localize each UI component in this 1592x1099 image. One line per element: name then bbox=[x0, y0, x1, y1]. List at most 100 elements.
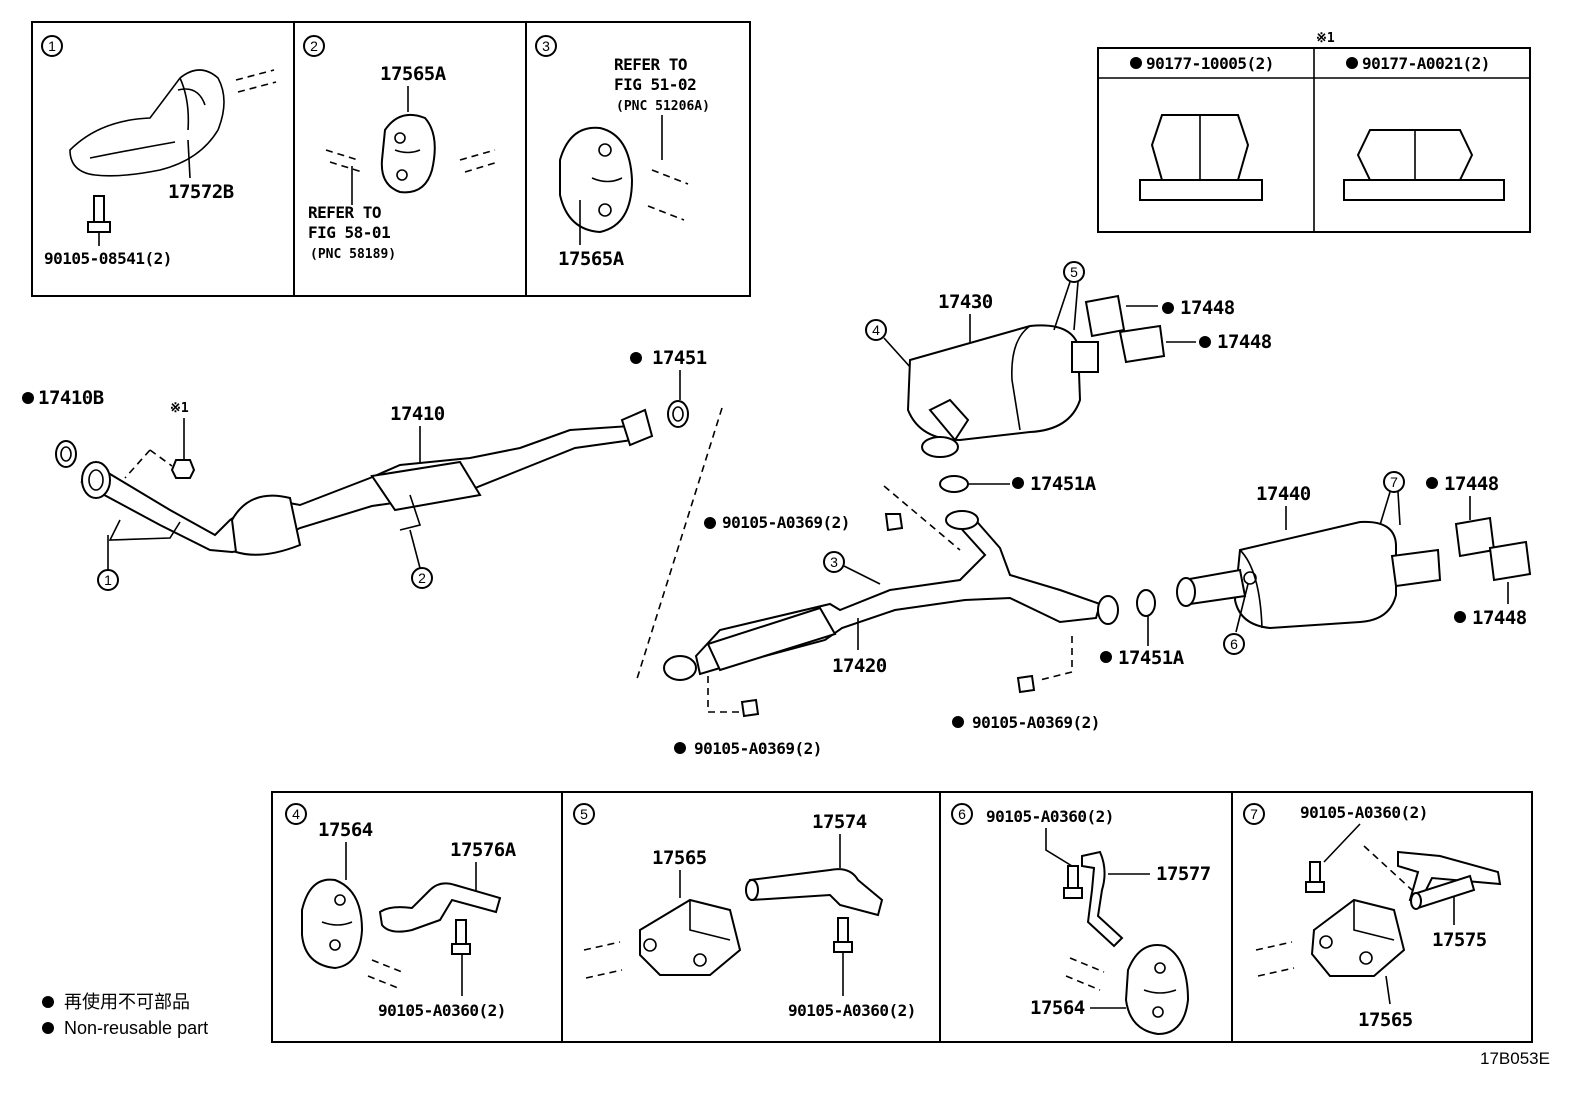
bolt-icon bbox=[837, 917, 849, 943]
part-label: 90105-08541(2) bbox=[44, 249, 172, 268]
refer-text: REFER TO bbox=[614, 55, 687, 74]
pipe-flange-icon bbox=[945, 510, 979, 530]
pipe-flange-icon bbox=[921, 436, 959, 458]
part-label: 17575 bbox=[1432, 929, 1487, 951]
detail-box-1: 1 17572B 90105-08541(2) bbox=[31, 21, 295, 297]
part-label: 17448 bbox=[1444, 473, 1499, 495]
bolt-icon bbox=[740, 698, 760, 718]
callout-number: 7 bbox=[1250, 806, 1258, 822]
pipe-flange-icon bbox=[620, 408, 654, 447]
part-label: 17565A bbox=[380, 63, 447, 85]
detail-box-4: 4 17564 17576A 90105-A0360(2) bbox=[271, 791, 563, 1043]
rear-muffler-icon bbox=[1233, 520, 1397, 630]
part-label: 17565 bbox=[652, 847, 707, 869]
tail-pipe-tip-icon bbox=[1118, 324, 1166, 364]
detail-box-2: 2 17565A REFER TO FIG 58-01 (PNC 58189) bbox=[293, 21, 527, 297]
detail-box-7: 7 90105-A0360(2) 17575 17565 bbox=[1231, 791, 1533, 1043]
part-label: 17577 bbox=[1156, 863, 1211, 885]
note-mark: ※1 bbox=[170, 401, 189, 416]
nut-icon bbox=[170, 459, 196, 479]
hanger-bracket-icon bbox=[748, 868, 884, 917]
nut-variant-table: ※1 90177-10005(2) 90177-A0021(2) bbox=[1097, 31, 1531, 233]
part-label: 17420 bbox=[832, 655, 887, 677]
refer-text: FIG 51-02 bbox=[614, 75, 696, 94]
callout-number: 5 bbox=[580, 806, 588, 822]
callout-number: 5 bbox=[1070, 264, 1078, 280]
part-label: 90105-A0369(2) bbox=[722, 513, 850, 532]
callout-number: 3 bbox=[542, 38, 550, 54]
part-label: 90105-A0360(2) bbox=[1300, 803, 1428, 822]
part-label: 17564 bbox=[318, 819, 373, 841]
part-label: 17451 bbox=[652, 347, 707, 369]
gasket-icon bbox=[55, 440, 77, 468]
part-label: 90105-A0369(2) bbox=[972, 713, 1100, 732]
diagram-code: 17B053E bbox=[1480, 1049, 1550, 1068]
callout-number: 3 bbox=[830, 554, 838, 570]
part-label: 90177-10005(2) bbox=[1146, 54, 1274, 73]
part-label: 17410B bbox=[38, 387, 104, 409]
flange-nut-icon bbox=[1139, 114, 1263, 201]
callout-number: 4 bbox=[872, 322, 880, 338]
detail-box-6: 6 90105-A0360(2) 17577 17564 bbox=[939, 791, 1233, 1043]
hanger-bracket-icon bbox=[378, 882, 502, 933]
front-exhaust-pipe-icon bbox=[80, 424, 634, 554]
part-label: 17448 bbox=[1217, 331, 1272, 353]
tail-pipe-tip-icon bbox=[1454, 516, 1496, 558]
callout-number: 6 bbox=[958, 806, 966, 822]
bolt-icon bbox=[1016, 674, 1036, 694]
refer-text: (PNC 51206A) bbox=[616, 99, 710, 114]
resonator-icon bbox=[706, 606, 837, 672]
detail-box-3: 3 REFER TO FIG 51-02 (PNC 51206A) 17565A bbox=[525, 21, 751, 297]
rubber-hanger-icon bbox=[301, 878, 364, 970]
rubber-hanger-icon bbox=[380, 114, 436, 194]
gaskets-17451A: 17451A 17451A bbox=[939, 473, 1185, 669]
refer-text: FIG 58-01 bbox=[308, 223, 390, 242]
part-label: 17565 bbox=[1358, 1009, 1413, 1031]
part-label: 17564 bbox=[1030, 997, 1085, 1019]
part-label: 17451A bbox=[1030, 473, 1097, 495]
part-label: 90105-A0360(2) bbox=[788, 1001, 916, 1020]
part-label: 90177-A0021(2) bbox=[1362, 54, 1490, 73]
part-label: 90105-A0369(2) bbox=[694, 739, 822, 758]
bolt-icon bbox=[455, 919, 467, 945]
part-label: 17430 bbox=[938, 291, 993, 313]
pipe-flange-icon bbox=[1097, 595, 1119, 625]
rubber-hanger-icon bbox=[1124, 944, 1190, 1036]
part-label: 17572B bbox=[168, 181, 234, 203]
gasket-icon bbox=[939, 475, 969, 493]
refer-text: (PNC 58189) bbox=[310, 247, 396, 262]
pipe-flange-icon bbox=[81, 461, 111, 499]
hanger-bracket-icon bbox=[1081, 850, 1124, 948]
part-label: 17451A bbox=[1118, 647, 1185, 669]
legend-text-jp: 再使用不可部品 bbox=[64, 992, 190, 1012]
part-label: 17448 bbox=[1180, 297, 1235, 319]
muffler-17440: 17440 7 6 17448 17448 bbox=[1176, 471, 1532, 655]
rubber-hanger-icon bbox=[639, 898, 742, 976]
legend: 再使用不可部品 Non-reusable part bbox=[42, 992, 208, 1038]
callout-circle bbox=[41, 35, 63, 57]
gasket-icon bbox=[667, 400, 689, 428]
gasket-17451: 17451 bbox=[630, 347, 723, 683]
refer-text: REFER TO bbox=[308, 203, 381, 222]
callout-number: 6 bbox=[1230, 636, 1238, 652]
callout-number: 7 bbox=[1390, 474, 1398, 490]
muffler-17430: 17430 4 5 17448 17448 bbox=[865, 261, 1272, 458]
tail-pipe-tip-icon bbox=[1084, 294, 1126, 338]
bolt-icon bbox=[1309, 861, 1321, 883]
part-label: 90105-A0360(2) bbox=[378, 1001, 506, 1020]
center-pipe-assembly: 90105-A0369(2) 3 17420 90105-A0369(2) 90… bbox=[663, 485, 1119, 758]
bolt-icon bbox=[1067, 865, 1079, 889]
rubber-hanger-icon bbox=[1310, 898, 1406, 977]
legend-text-en: Non-reusable part bbox=[64, 1018, 208, 1038]
catalytic-converter-icon bbox=[370, 460, 482, 512]
part-label: 17440 bbox=[1256, 483, 1311, 505]
part-label: 17448 bbox=[1472, 607, 1527, 629]
rubber-hanger-icon bbox=[559, 126, 634, 234]
front-pipe-assembly: 17410B ※1 17410 1 2 bbox=[22, 387, 654, 591]
callout-number: 4 bbox=[292, 806, 300, 822]
part-label: 17576A bbox=[450, 839, 517, 861]
note-mark: ※1 bbox=[1316, 31, 1335, 46]
callout-number: 1 bbox=[104, 572, 112, 588]
rear-muffler-icon bbox=[906, 324, 1082, 442]
